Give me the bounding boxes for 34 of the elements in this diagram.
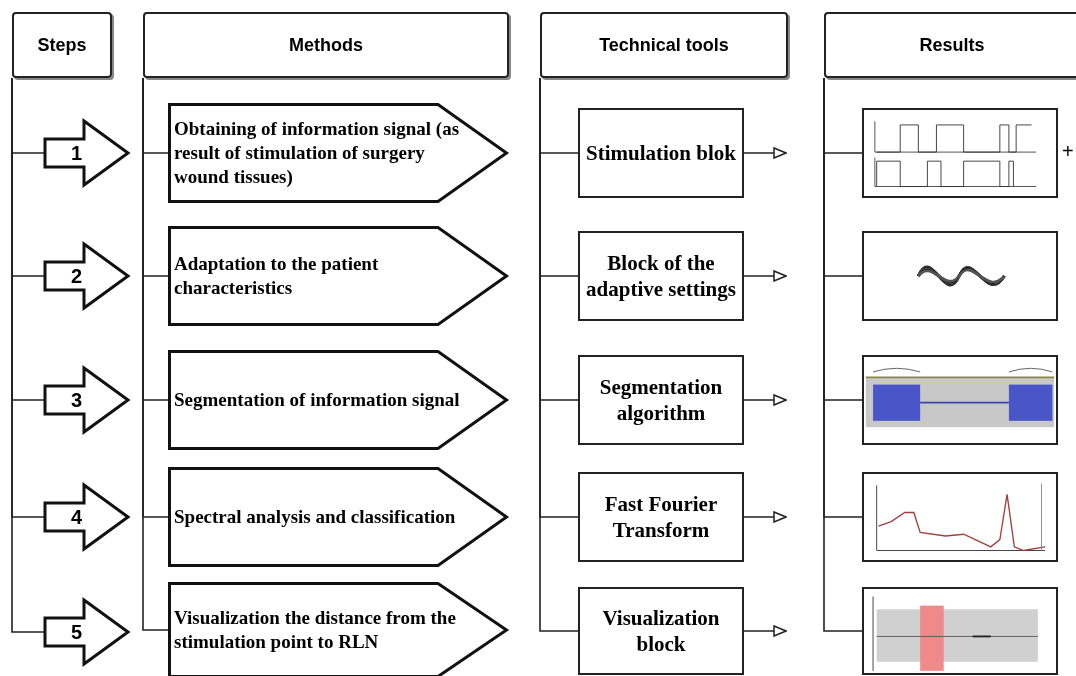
step-number-badge: 4 — [44, 484, 130, 550]
tool-box: Segmentation algorithm — [578, 355, 744, 445]
step-number-badge: 3 — [44, 367, 130, 433]
tool-box: Visualization block — [578, 587, 744, 675]
step-number-badge: 2 — [44, 243, 130, 309]
image-frame — [862, 231, 1058, 321]
image-frame — [862, 108, 1058, 198]
column-header: Methods — [143, 12, 509, 78]
arrow — [743, 270, 787, 282]
step-number-badge: 5 — [44, 599, 130, 665]
step-number-badge: 1 — [44, 120, 130, 186]
tool-box: Stimulation blok — [578, 108, 744, 198]
connector-line — [823, 77, 863, 632]
method-pentagon: Adaptation to the patient characteristics — [168, 226, 508, 326]
image-frame — [862, 472, 1058, 562]
column-header: Steps — [12, 12, 112, 78]
column-header: Results — [824, 12, 1076, 78]
arrow — [743, 511, 787, 523]
connector-line — [142, 77, 169, 631]
tool-box: Fast Fourier Transform — [578, 472, 744, 562]
connector-line — [11, 77, 45, 633]
arrow — [743, 394, 787, 406]
method-pentagon: Segmentation of information signal — [168, 350, 508, 450]
method-pentagon: Spectral analysis and classification — [168, 467, 508, 567]
image-frame — [862, 587, 1058, 675]
connector-line — [539, 77, 579, 632]
method-pentagon: Visualization the distance from the stimulation point to RLN — [168, 582, 508, 676]
arrow — [743, 147, 787, 159]
tool-box: Block of the adaptive settings — [578, 231, 744, 321]
method-pentagon: Obtaining of information signal (as result of stimulation of surgery wound tissues) — [168, 103, 508, 203]
column-header: Technical tools — [540, 12, 788, 78]
arrow — [743, 625, 787, 637]
image-frame — [862, 355, 1058, 445]
plus-sign: + — [1062, 140, 1074, 163]
